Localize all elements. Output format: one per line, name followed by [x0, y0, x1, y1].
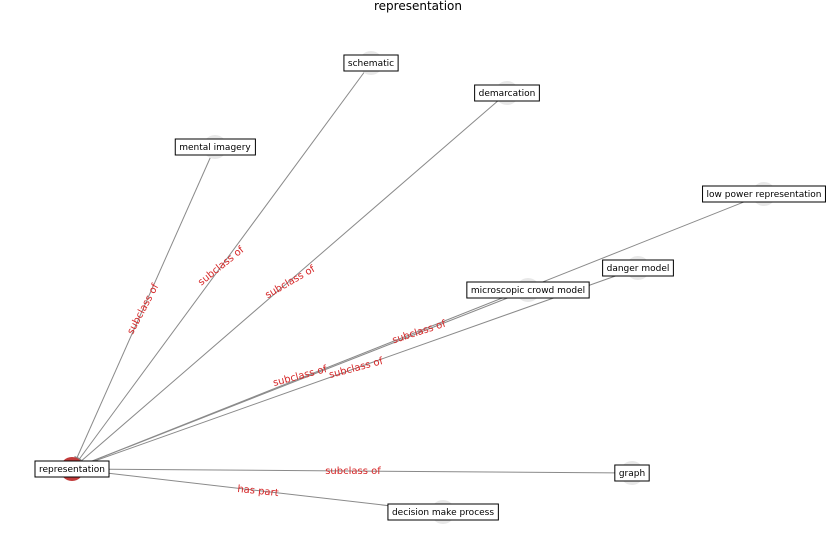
edge-mental_imagery-representation — [71, 146, 216, 470]
node-schematic[interactable]: schematic — [343, 51, 399, 75]
node-label: low power representation — [707, 190, 822, 200]
edge-danger_model-representation — [71, 267, 639, 470]
node-label-box — [174, 138, 256, 156]
node-low-power-representation[interactable]: low power representation — [702, 182, 826, 206]
node-label-box — [702, 185, 826, 203]
edge-label: subclass of — [196, 244, 246, 288]
node-label-box — [614, 464, 650, 482]
node-demarcation[interactable]: demarcation — [474, 81, 540, 105]
edge-label: subclass of — [272, 364, 329, 389]
node-graph[interactable]: graph — [614, 461, 650, 485]
edges-layer — [71, 62, 765, 513]
node-representation[interactable]: representation — [34, 457, 110, 481]
edge-label: subclass of — [325, 466, 381, 477]
node-mental-imagery[interactable]: mental imagery — [174, 135, 256, 159]
edge-schematic-representation — [71, 62, 372, 470]
edge-label: subclass of — [126, 282, 162, 337]
edge-representation-decision_make_process — [71, 468, 444, 513]
nodes-layer: representation schematic demarcation mental… — [34, 51, 826, 524]
edge-graph-representation — [71, 468, 633, 474]
node-label-box — [387, 503, 499, 521]
edge-label: has part — [237, 484, 279, 499]
edge-microscopic_crowd_model-representation — [71, 289, 529, 470]
node-label-box — [474, 84, 540, 102]
node-label: demarcation — [479, 89, 536, 99]
node-label: danger model — [607, 264, 670, 274]
edge-label: subclass of — [328, 356, 385, 381]
edge-low_power_representation-representation — [71, 193, 765, 470]
edge-label: subclass of — [263, 264, 317, 302]
edge-label: subclass of — [391, 319, 448, 347]
node-label: microscopic crowd model — [471, 286, 585, 296]
node-label-box — [34, 460, 110, 478]
node-label: decision make process — [392, 508, 494, 518]
edge-demarcation-representation — [71, 92, 508, 470]
node-label-box — [343, 54, 399, 72]
node-label: schematic — [348, 59, 394, 69]
node-decision-make-process[interactable]: decision make process — [387, 500, 499, 524]
graph-title: representation — [374, 0, 462, 13]
node-label: graph — [619, 469, 645, 479]
node-label: mental imagery — [179, 143, 251, 153]
node-danger-model[interactable]: danger model — [602, 256, 674, 280]
node-label-box — [602, 259, 674, 277]
node-label: representation — [39, 465, 105, 475]
node-label-box — [466, 281, 590, 299]
node-microscopic-crowd-model[interactable]: microscopic crowd model — [466, 278, 590, 302]
